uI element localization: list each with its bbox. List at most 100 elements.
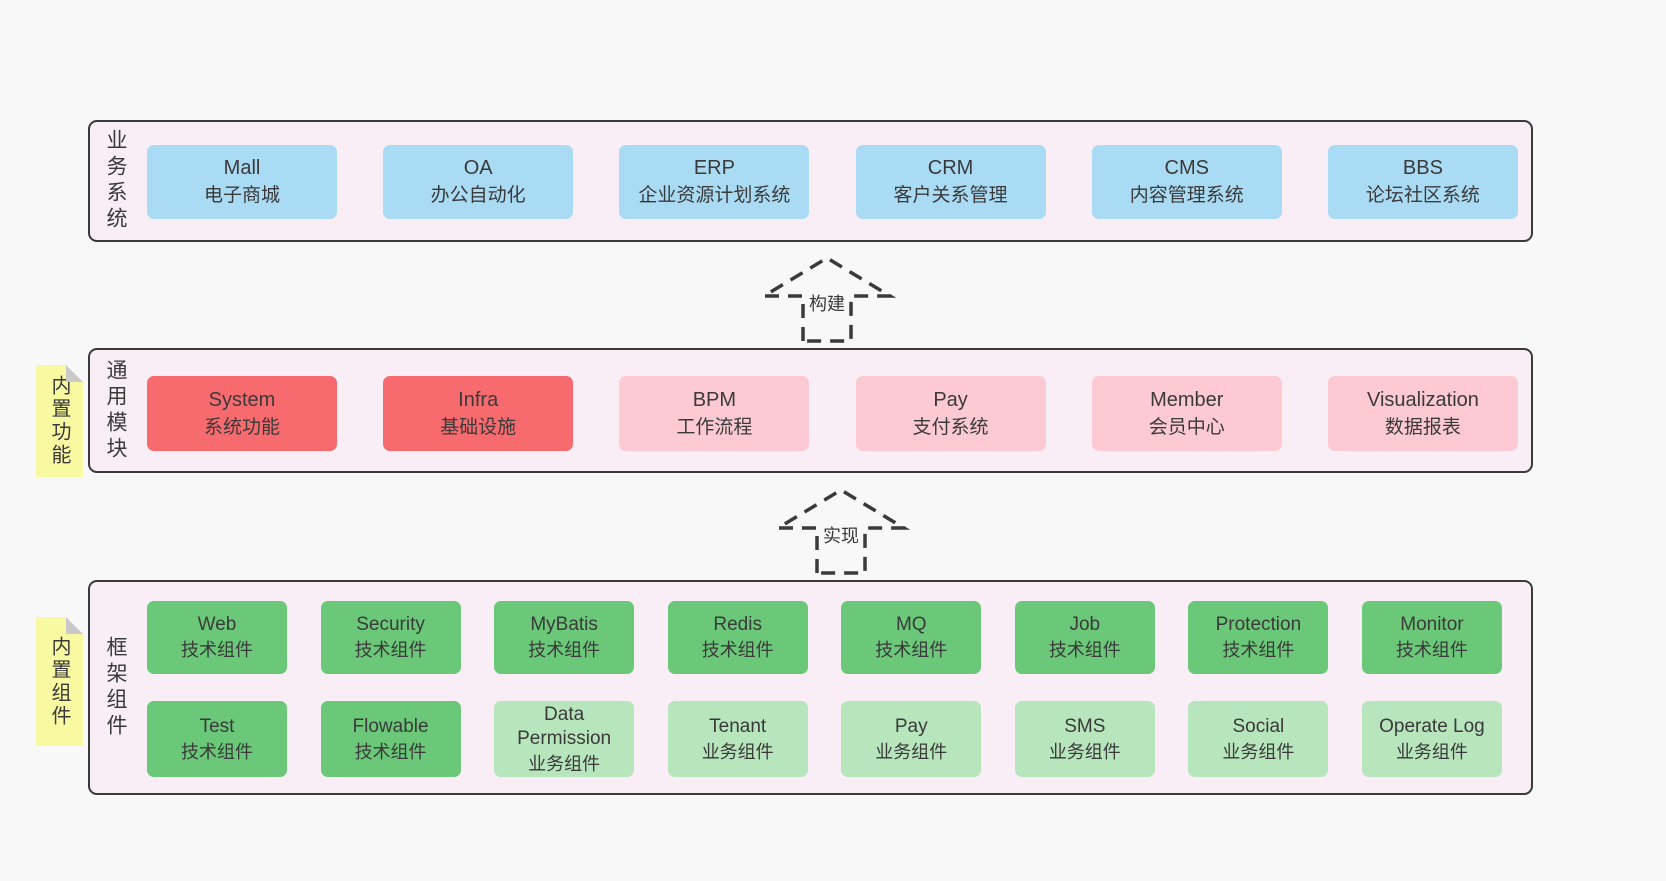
box-security: Security 技术组件 — [320, 601, 461, 674]
box-subtitle: 技术组件 — [875, 640, 948, 661]
folded-corner-icon — [66, 617, 83, 634]
box-subtitle: 工作流程 — [676, 416, 753, 438]
box-bpm: BPM 工作流程 — [619, 376, 810, 451]
box-sms: SMS 业务组件 — [1014, 701, 1155, 777]
box-title: Member — [1150, 388, 1224, 411]
box-title: MQ — [895, 614, 927, 636]
box-subtitle: 论坛社区系统 — [1365, 185, 1480, 207]
box-title: ERP — [693, 157, 735, 180]
band-label-business-systems: 业务系统 — [104, 129, 127, 233]
box-subtitle: 办公自动化 — [430, 185, 526, 207]
band-label-common-modules: 通用模块 — [104, 358, 127, 463]
box-title: Redis — [713, 614, 762, 636]
box-pay: Pay 支付系统 — [855, 376, 1046, 451]
sticky-note-label: 内置功能 — [48, 375, 70, 467]
up-arrow-icon — [771, 487, 911, 575]
box-subtitle: 业务组件 — [528, 753, 601, 774]
box-subtitle: 系统功能 — [203, 416, 280, 438]
box-crm: CRM 客户关系管理 — [855, 145, 1046, 219]
box-pay-component: Pay 业务组件 — [841, 701, 982, 777]
box-tenant: Tenant 业务组件 — [667, 701, 808, 777]
box-subtitle: 技术组件 — [1048, 640, 1121, 661]
band-business-systems: 业务系统 Mall 电子商城 OA 办公自动化 ERP 企业资源计划系统 CRM… — [88, 120, 1533, 242]
box-subtitle: 业务组件 — [1395, 741, 1468, 762]
box-title: Pay — [933, 388, 968, 411]
band-framework-components: 框架组件 Web 技术组件 Security 技术组件 MyBatis 技术组件… — [88, 580, 1533, 795]
box-subtitle: 内容管理系统 — [1129, 185, 1244, 207]
box-redis: Redis 技术组件 — [667, 601, 808, 674]
sticky-note-label: 内置组件 — [48, 635, 70, 728]
box-title: System — [208, 388, 276, 411]
box-title: SMS — [1064, 715, 1106, 737]
implement-arrow: 实现 — [771, 487, 911, 575]
box-subtitle: 技术组件 — [181, 640, 253, 661]
box-title: CMS — [1164, 157, 1209, 180]
box-infra: Infra 基础设施 — [383, 376, 574, 451]
components-row-2: Test 技术组件 Flowable 技术组件 Data Permission … — [147, 701, 1502, 777]
box-subtitle: 技术组件 — [354, 741, 427, 762]
box-title: Job — [1069, 614, 1101, 636]
box-title: Tenant — [709, 715, 767, 737]
box-web: Web 技术组件 — [147, 601, 287, 674]
box-title: Infra — [458, 388, 499, 411]
box-title: Monitor — [1400, 614, 1464, 636]
box-data-permission: Data Permission 业务组件 — [494, 701, 635, 777]
box-title: Pay — [894, 715, 928, 737]
box-subtitle: 业务组件 — [1222, 741, 1295, 762]
box-erp: ERP 企业资源计划系统 — [619, 145, 810, 219]
box-title: OA — [463, 157, 493, 180]
box-subtitle: 基础设施 — [440, 416, 517, 438]
box-title: Operate Log — [1379, 715, 1485, 737]
box-subtitle: 技术组件 — [1222, 640, 1295, 661]
box-subtitle: 业务组件 — [1048, 741, 1121, 762]
box-protection: Protection 技术组件 — [1188, 601, 1329, 674]
box-subtitle: 数据报表 — [1384, 416, 1461, 438]
sticky-note-built-in-features: 内置功能 — [36, 365, 83, 477]
band-label-framework-components: 框架组件 — [104, 635, 127, 740]
box-cms: CMS 内容管理系统 — [1091, 145, 1282, 219]
box-subtitle: 技术组件 — [354, 640, 427, 661]
business-box-row: Mall 电子商城 OA 办公自动化 ERP 企业资源计划系统 CRM 客户关系… — [147, 145, 1518, 219]
box-subtitle: 业务组件 — [875, 741, 948, 762]
box-title: Data Permission — [517, 704, 612, 749]
box-title: MyBatis — [530, 614, 598, 636]
components-row-1: Web 技术组件 Security 技术组件 MyBatis 技术组件 Redi… — [147, 601, 1502, 674]
box-oa: OA 办公自动化 — [383, 145, 574, 219]
build-arrow: 构建 — [757, 255, 897, 343]
box-title: Mall — [223, 157, 261, 180]
box-title: Flowable — [352, 715, 429, 737]
box-subtitle: 技术组件 — [1395, 640, 1468, 661]
box-title: Visualization — [1366, 388, 1479, 411]
box-title: Social — [1232, 715, 1285, 737]
box-member: Member 会员中心 — [1091, 376, 1282, 451]
box-mall: Mall 电子商城 — [147, 145, 337, 219]
box-subtitle: 会员中心 — [1148, 416, 1225, 438]
box-subtitle: 技术组件 — [528, 640, 601, 661]
box-title: Security — [356, 614, 425, 636]
box-title: CRM — [927, 157, 974, 180]
band-common-modules: 通用模块 System 系统功能 Infra 基础设施 BPM 工作流程 Pay… — [88, 348, 1533, 473]
box-title: Web — [197, 614, 237, 636]
up-arrow-icon — [757, 255, 897, 343]
modules-box-row: System 系统功能 Infra 基础设施 BPM 工作流程 Pay 支付系统… — [147, 376, 1518, 451]
box-flowable: Flowable 技术组件 — [320, 701, 461, 777]
box-title: Protection — [1215, 614, 1302, 636]
box-monitor: Monitor 技术组件 — [1361, 601, 1502, 674]
box-social: Social 业务组件 — [1188, 701, 1329, 777]
box-subtitle: 企业资源计划系统 — [638, 185, 791, 207]
box-operate-log: Operate Log 业务组件 — [1361, 701, 1502, 777]
box-test: Test 技术组件 — [147, 701, 287, 777]
box-subtitle: 电子商城 — [203, 185, 280, 207]
box-subtitle: 业务组件 — [701, 741, 774, 762]
build-arrow-label: 构建 — [806, 289, 848, 317]
folded-corner-icon — [66, 365, 83, 382]
sticky-note-built-in-components: 内置组件 — [36, 617, 83, 746]
box-mybatis: MyBatis 技术组件 — [494, 601, 635, 674]
box-title: BPM — [692, 388, 737, 411]
box-subtitle: 支付系统 — [912, 416, 989, 438]
box-mq: MQ 技术组件 — [841, 601, 982, 674]
box-title: BBS — [1402, 157, 1443, 180]
box-bbs: BBS 论坛社区系统 — [1327, 145, 1518, 219]
box-visualization: Visualization 数据报表 — [1327, 376, 1518, 451]
